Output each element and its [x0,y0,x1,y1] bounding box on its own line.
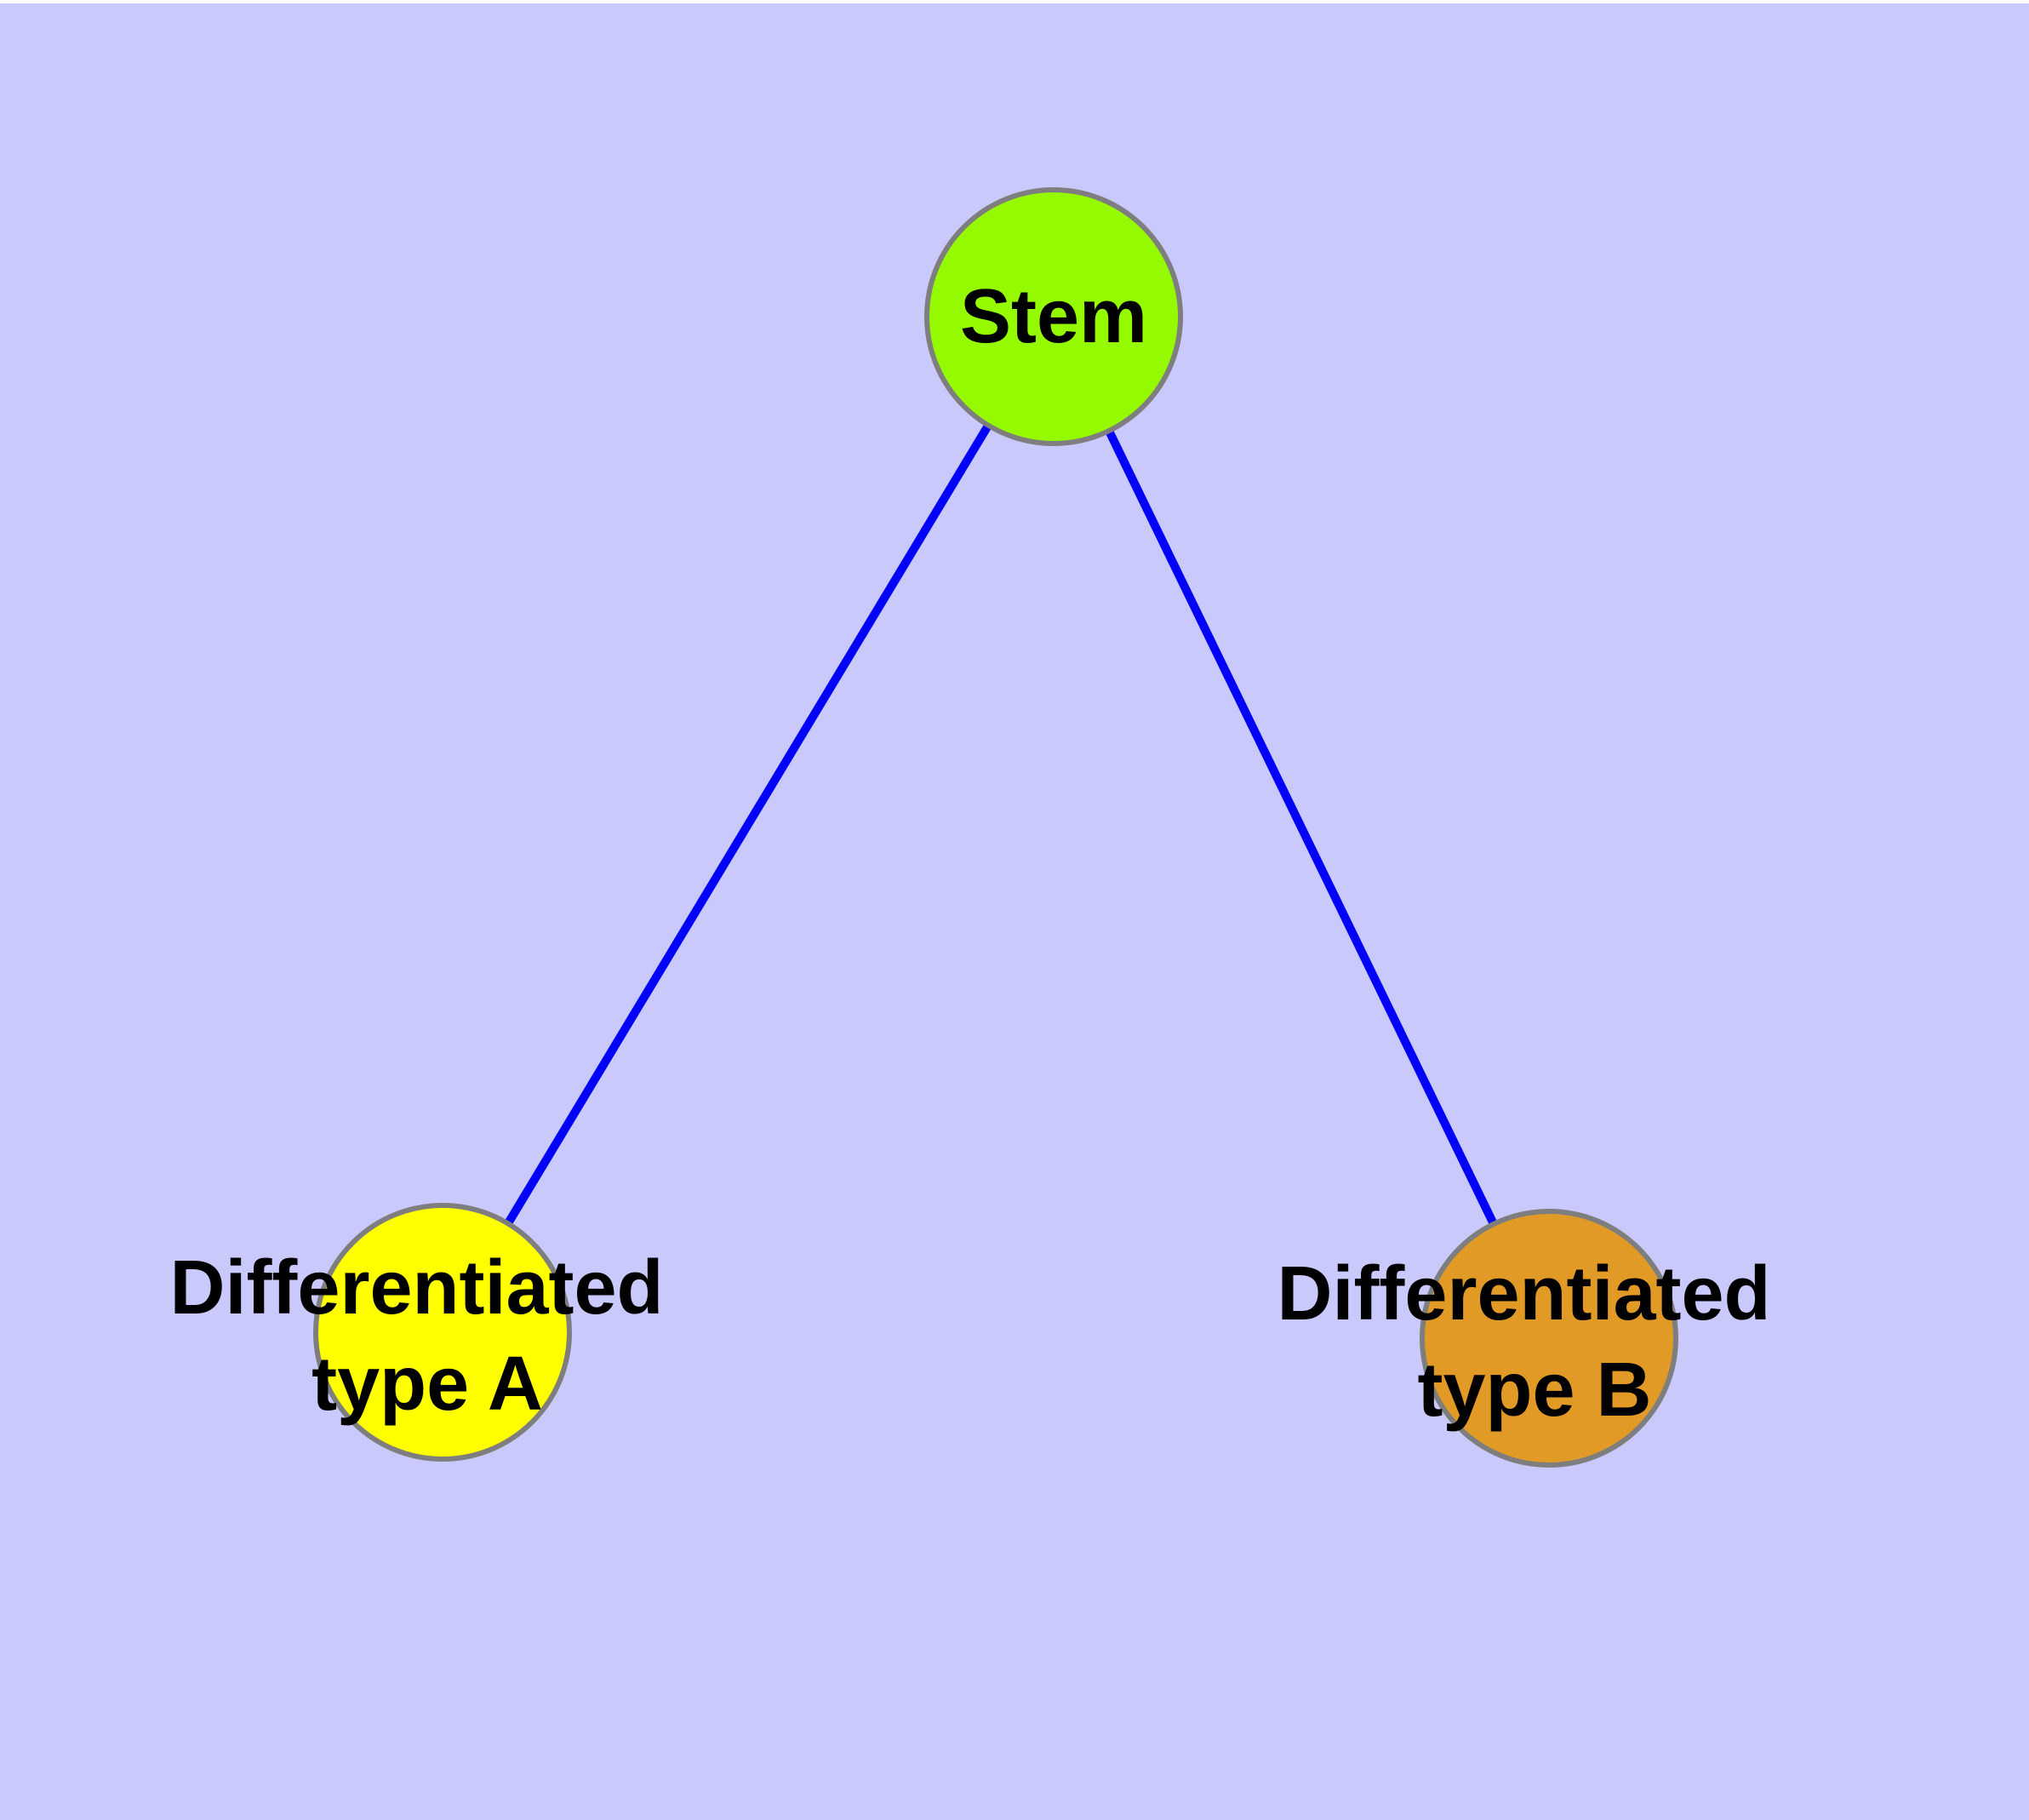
node-stem [924,187,1183,446]
edge-stem-to-type-b [1049,314,1553,1341]
node-label-stem: Stem [960,274,1147,359]
node-label-differentiated-type-a-line2: type A [311,1342,543,1427]
node-label-differentiated-type-a-line1: Differentiated [169,1245,663,1331]
edge-stem-to-type-a [438,314,1058,1335]
node-label-differentiated-type-b-line2: type B [1417,1348,1651,1433]
node-differentiated-type-a [313,1203,572,1462]
node-label-differentiated-type-b: Differentiated type B [1277,1251,1792,1433]
node-label-differentiated-type-a: Differentiated type A [169,1245,684,1427]
node-label-differentiated-type-b-line1: Differentiated [1277,1251,1770,1336]
node-differentiated-type-b [1420,1209,1678,1468]
